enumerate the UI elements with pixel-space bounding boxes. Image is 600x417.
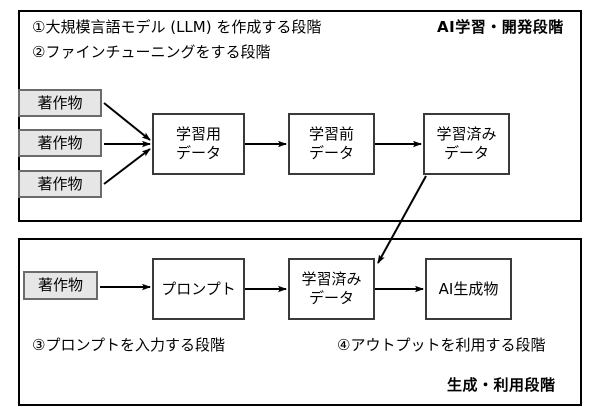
upper-phase-title: AI学習・開発段階 [437, 18, 564, 36]
node-label: AI生成物 [438, 279, 499, 298]
node-label: 著作物 [37, 174, 83, 193]
node-trained-data-upper: 学習済み データ [423, 113, 510, 175]
node-label-line-2: データ [308, 144, 354, 162]
lower-phase-title: 生成・利用段階 [447, 376, 556, 394]
node-ai-generated-output: AI生成物 [425, 258, 512, 320]
node-label-line-2: データ [443, 144, 489, 162]
node-copyrighted-work-3: 著作物 [18, 170, 102, 198]
node-trained-data-lower: 学習済み データ [288, 258, 375, 320]
node-pretraining-data: 学習前 データ [288, 113, 375, 175]
lower-step-4-label: ④アウトプットを利用する段階 [337, 336, 546, 354]
node-copyrighted-work-2: 著作物 [18, 129, 102, 157]
node-prompt: プロンプト [152, 258, 245, 320]
node-copyrighted-work-1: 著作物 [18, 89, 102, 117]
node-label: 著作物 [37, 133, 83, 152]
node-label-line-1: 学習済み [301, 270, 362, 289]
node-label: 著作物 [37, 93, 83, 112]
node-label-line-2: データ [175, 144, 221, 162]
node-label-line-1: 学習用 [175, 125, 221, 144]
node-label-line-1: 学習済み [436, 125, 497, 144]
upper-step-1-label: ①大規模言語モデル (LLM) を作成する段階 [32, 18, 322, 36]
node-label: プロンプト [161, 279, 236, 298]
node-label-line-1: 学習前 [308, 125, 354, 144]
node-label: 著作物 [37, 276, 83, 295]
node-training-data: 学習用 データ [152, 113, 245, 175]
node-label-line-2: データ [308, 289, 354, 307]
node-copyrighted-work-4: 著作物 [23, 271, 98, 300]
upper-step-2-label: ②ファインチューニングをする段階 [32, 43, 271, 61]
lower-step-3-label: ③プロンプトを入力する段階 [32, 336, 225, 354]
